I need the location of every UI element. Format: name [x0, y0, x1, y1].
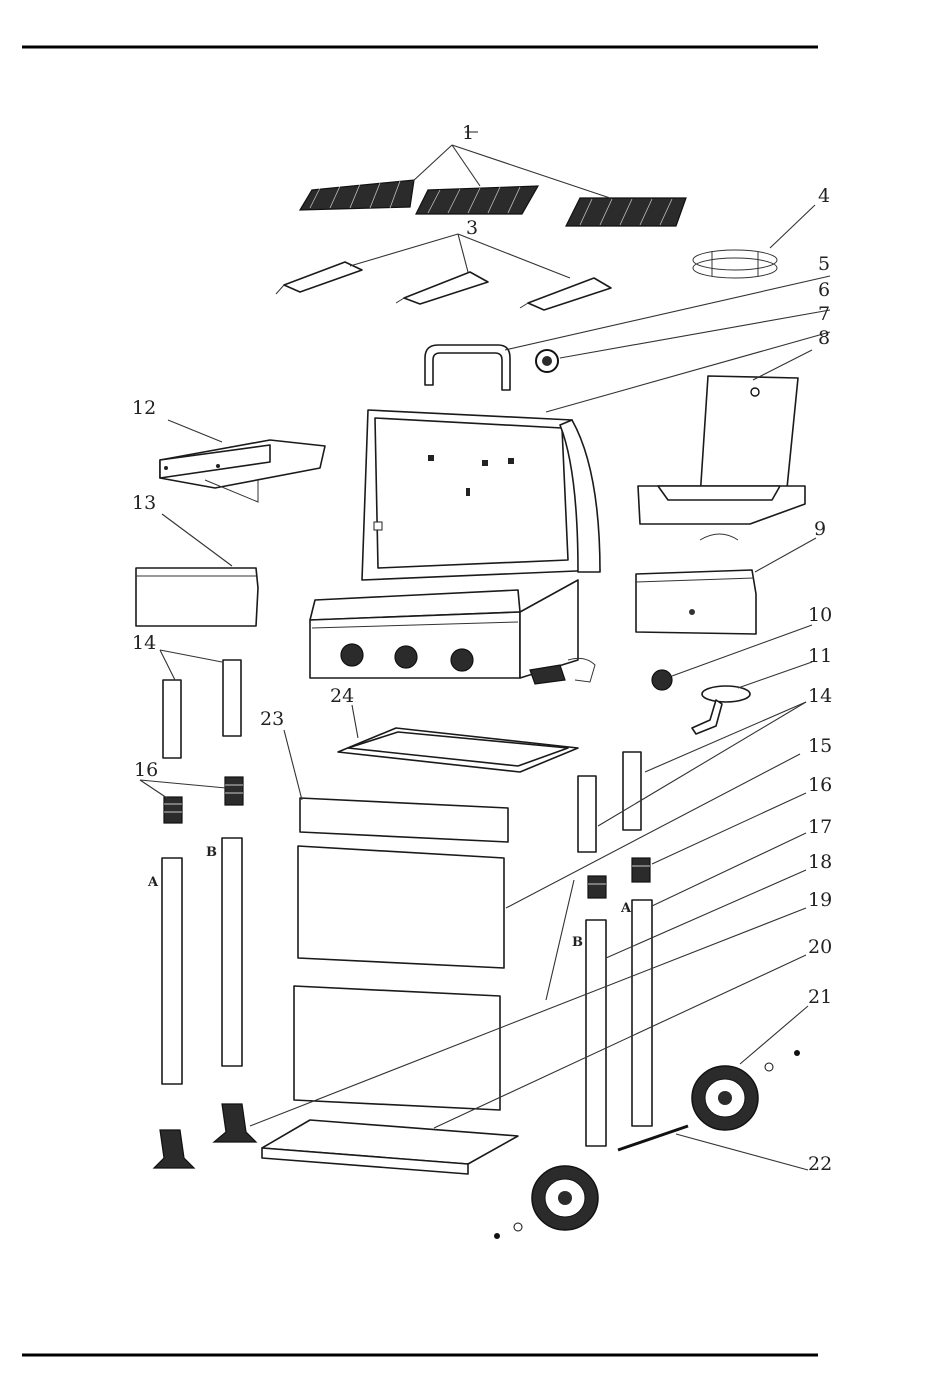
callout-3: 3: [466, 217, 478, 239]
callout-16-right: 16: [808, 774, 832, 796]
part-9-right-panel: [636, 570, 756, 634]
callout-1: 1: [462, 122, 474, 144]
part-14-upper-legs-left: [163, 660, 241, 758]
callout-6: 6: [818, 279, 830, 301]
callout-9: 9: [814, 518, 826, 540]
callout-20: 20: [808, 936, 832, 958]
callout-7: 7: [818, 303, 830, 325]
part-24-grease-tray: [338, 728, 578, 772]
leg-letter-a-right: A: [620, 901, 632, 916]
part-23-front-panel: [300, 798, 508, 842]
callout-4: 4: [818, 185, 830, 207]
callout-17: 17: [808, 816, 832, 838]
callout-23: 23: [260, 708, 284, 730]
part-4-rack: [693, 250, 777, 278]
part-12-left-shelf: [160, 440, 325, 502]
part-3-flame-tamers: [276, 262, 611, 310]
callout-14-right: 14: [808, 685, 832, 707]
part-22-axle: [618, 1126, 688, 1150]
part-7-lid-and-firebox: [310, 410, 600, 684]
part-13-left-panel: [136, 568, 258, 626]
callout-13: 13: [132, 492, 156, 514]
callout-18: 18: [808, 851, 832, 873]
leg-letter-a-left: A: [147, 875, 159, 890]
part-6-thermometer: [536, 350, 558, 372]
callout-10: 10: [808, 604, 832, 626]
leg-letter-b-right: B: [572, 935, 583, 950]
leg-letter-b-left: B: [206, 845, 217, 860]
callout-16-left: 16: [134, 759, 158, 781]
callout-12: 12: [132, 397, 156, 419]
callout-15: 15: [808, 735, 832, 757]
part-5-handle: [425, 345, 510, 390]
callout-14-left: 14: [132, 632, 156, 654]
part-11-burner-valve: [692, 686, 750, 734]
part-10-knob: [652, 670, 672, 690]
callout-24: 24: [330, 685, 354, 707]
part-8-side-burner: [638, 376, 805, 540]
part-15-doors: [294, 846, 504, 1110]
part-14-upper-legs-right: [578, 752, 641, 852]
callout-19: 19: [808, 889, 832, 911]
callout-11: 11: [808, 645, 832, 667]
callout-8: 8: [818, 327, 830, 349]
callout-22: 22: [808, 1153, 832, 1175]
callout-21: 21: [808, 986, 832, 1008]
part-20-bottom-shelf: [262, 1120, 518, 1174]
callout-5: 5: [818, 253, 830, 275]
part-19-feet: [154, 1104, 256, 1168]
part-1-cooking-grates: [300, 180, 686, 226]
